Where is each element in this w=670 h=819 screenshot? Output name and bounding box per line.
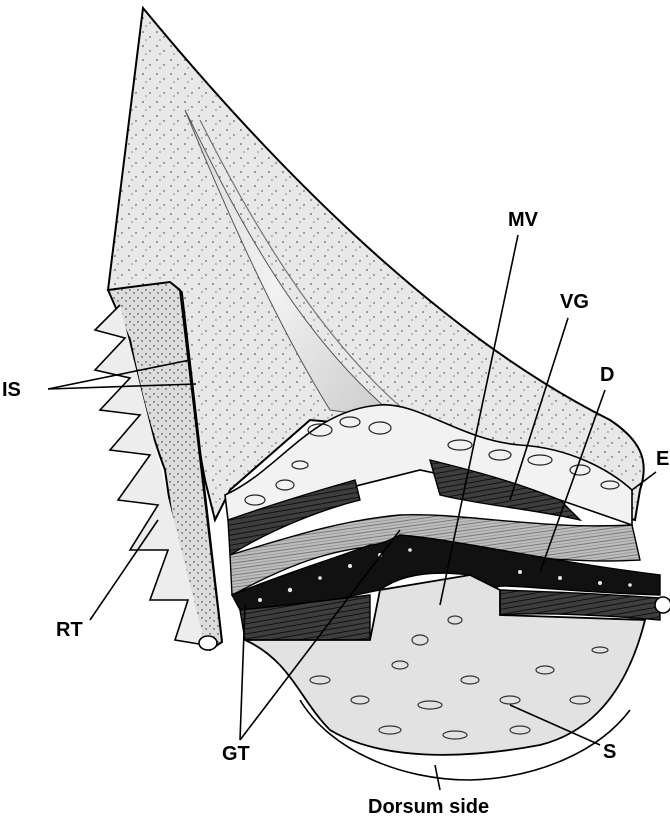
label-d: D xyxy=(600,364,614,386)
label-rt: RT xyxy=(56,619,83,641)
label-dorsum-side: Dorsum side xyxy=(368,796,489,818)
label-e: E xyxy=(656,448,669,470)
label-mv: MV xyxy=(508,209,539,231)
label-is: IS xyxy=(2,379,21,401)
label-vg: VG xyxy=(560,291,589,313)
leader-rt xyxy=(90,520,158,620)
label-s: S xyxy=(603,741,616,763)
label-gt: GT xyxy=(222,743,250,765)
